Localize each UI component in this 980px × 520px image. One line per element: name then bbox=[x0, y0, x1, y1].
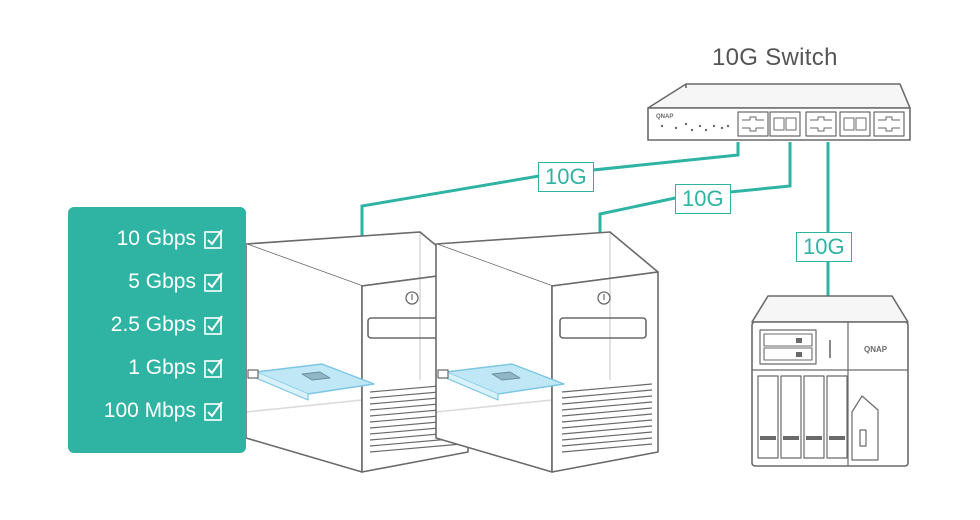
switch-device bbox=[647, 83, 911, 141]
speed-label: 10 Gbps bbox=[116, 227, 196, 250]
switch-port-group-1 bbox=[737, 111, 905, 137]
speed-row: 2.5 Gbps bbox=[111, 310, 224, 340]
link-label-server-1: 10G bbox=[538, 162, 594, 192]
speed-row: 10 Gbps bbox=[117, 224, 224, 254]
switch-brand-label: QNAP bbox=[656, 114, 673, 120]
supported-speeds-panel: 10 Gbps 5 Gbps 2.5 Gbps 1 Gbps 100 Mbps bbox=[68, 207, 246, 453]
server-1 bbox=[245, 231, 469, 473]
speed-label: 1 Gbps bbox=[128, 356, 196, 379]
link-label-server-2: 10G bbox=[675, 184, 731, 214]
checkbox-checked-icon bbox=[204, 315, 223, 335]
checkbox-checked-icon bbox=[204, 358, 223, 378]
nas-brand-label: QNAP bbox=[864, 345, 888, 354]
speed-label: 100 Mbps bbox=[103, 399, 196, 422]
checkbox-checked-icon bbox=[204, 229, 223, 249]
switch-title: 10G Switch bbox=[712, 44, 838, 71]
server-2 bbox=[435, 231, 659, 473]
server-2-nic-card bbox=[437, 363, 565, 401]
nas-device bbox=[751, 295, 909, 467]
checkbox-checked-icon bbox=[204, 272, 223, 292]
speed-label: 2.5 Gbps bbox=[110, 313, 196, 336]
server-1-nic-card bbox=[247, 363, 375, 401]
speed-label: 5 Gbps bbox=[128, 270, 196, 293]
switch-leds bbox=[660, 122, 730, 132]
speed-row: 5 Gbps bbox=[128, 267, 224, 297]
speed-row: 100 Mbps bbox=[104, 396, 224, 426]
checkbox-checked-icon bbox=[204, 401, 223, 421]
speed-row: 1 Gbps bbox=[128, 353, 224, 383]
link-label-nas: 10G bbox=[796, 232, 852, 262]
